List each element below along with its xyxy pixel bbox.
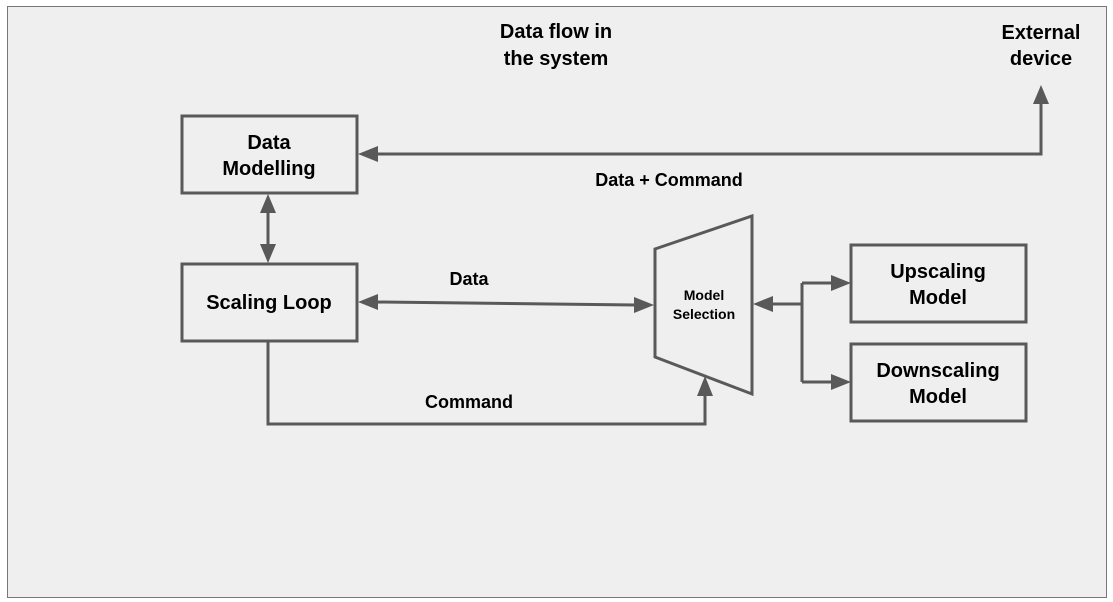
arrowhead-up: [260, 194, 276, 213]
arrowhead-left: [358, 146, 378, 162]
arrowhead-left: [753, 296, 773, 312]
edge-external-to-data-modelling: [358, 85, 1049, 162]
diagram-title-line-2: the system: [504, 48, 609, 70]
upscaling-model-label-line-1: Upscaling: [890, 261, 986, 283]
edge-data-modelling-scaling-loop: [260, 194, 276, 263]
edge-label-data-command: Data + Command: [595, 170, 743, 190]
data-modelling-label-line-1: Data: [247, 132, 291, 154]
arrowhead-right: [831, 275, 851, 291]
arrowhead-left: [358, 294, 378, 310]
external-device-label-line-2: device: [1010, 48, 1072, 70]
scaling-loop-label: Scaling Loop: [206, 292, 332, 314]
edge-scaling-loop-model-selection-data: [358, 294, 654, 313]
arrowhead-down: [260, 244, 276, 263]
edge-model-selection-to-models: [753, 275, 851, 390]
arrowhead-right: [634, 297, 654, 313]
edge-label-command: Command: [425, 392, 513, 412]
model-selection-label-line-2: Selection: [673, 306, 735, 322]
downscaling-model-label-line-1: Downscaling: [876, 360, 999, 382]
edge-label-data: Data: [449, 269, 489, 289]
edge-scaling-loop-model-selection-command: [266, 341, 713, 426]
diagram-canvas: [7, 6, 1107, 598]
downscaling-model-node: Downscaling Model: [849, 342, 1028, 423]
upscaling-model-node: Upscaling Model: [849, 243, 1028, 324]
arrowhead-up: [697, 376, 713, 396]
data-modelling-label-line-2: Modelling: [222, 158, 315, 180]
scaling-loop-node: Scaling Loop: [180, 262, 359, 343]
arrowhead-up: [1033, 85, 1049, 104]
model-selection-label-line-1: Model: [684, 287, 724, 303]
arrowhead-right: [831, 374, 851, 390]
diagram-title-line-1: Data flow in: [500, 21, 612, 43]
model-selection-node: Model Selection: [653, 213, 754, 397]
external-device-label-line-1: External: [1002, 22, 1081, 44]
data-modelling-node: Data Modelling: [180, 114, 359, 195]
upscaling-model-label-line-2: Model: [909, 287, 967, 309]
downscaling-model-label-line-2: Model: [909, 386, 967, 408]
